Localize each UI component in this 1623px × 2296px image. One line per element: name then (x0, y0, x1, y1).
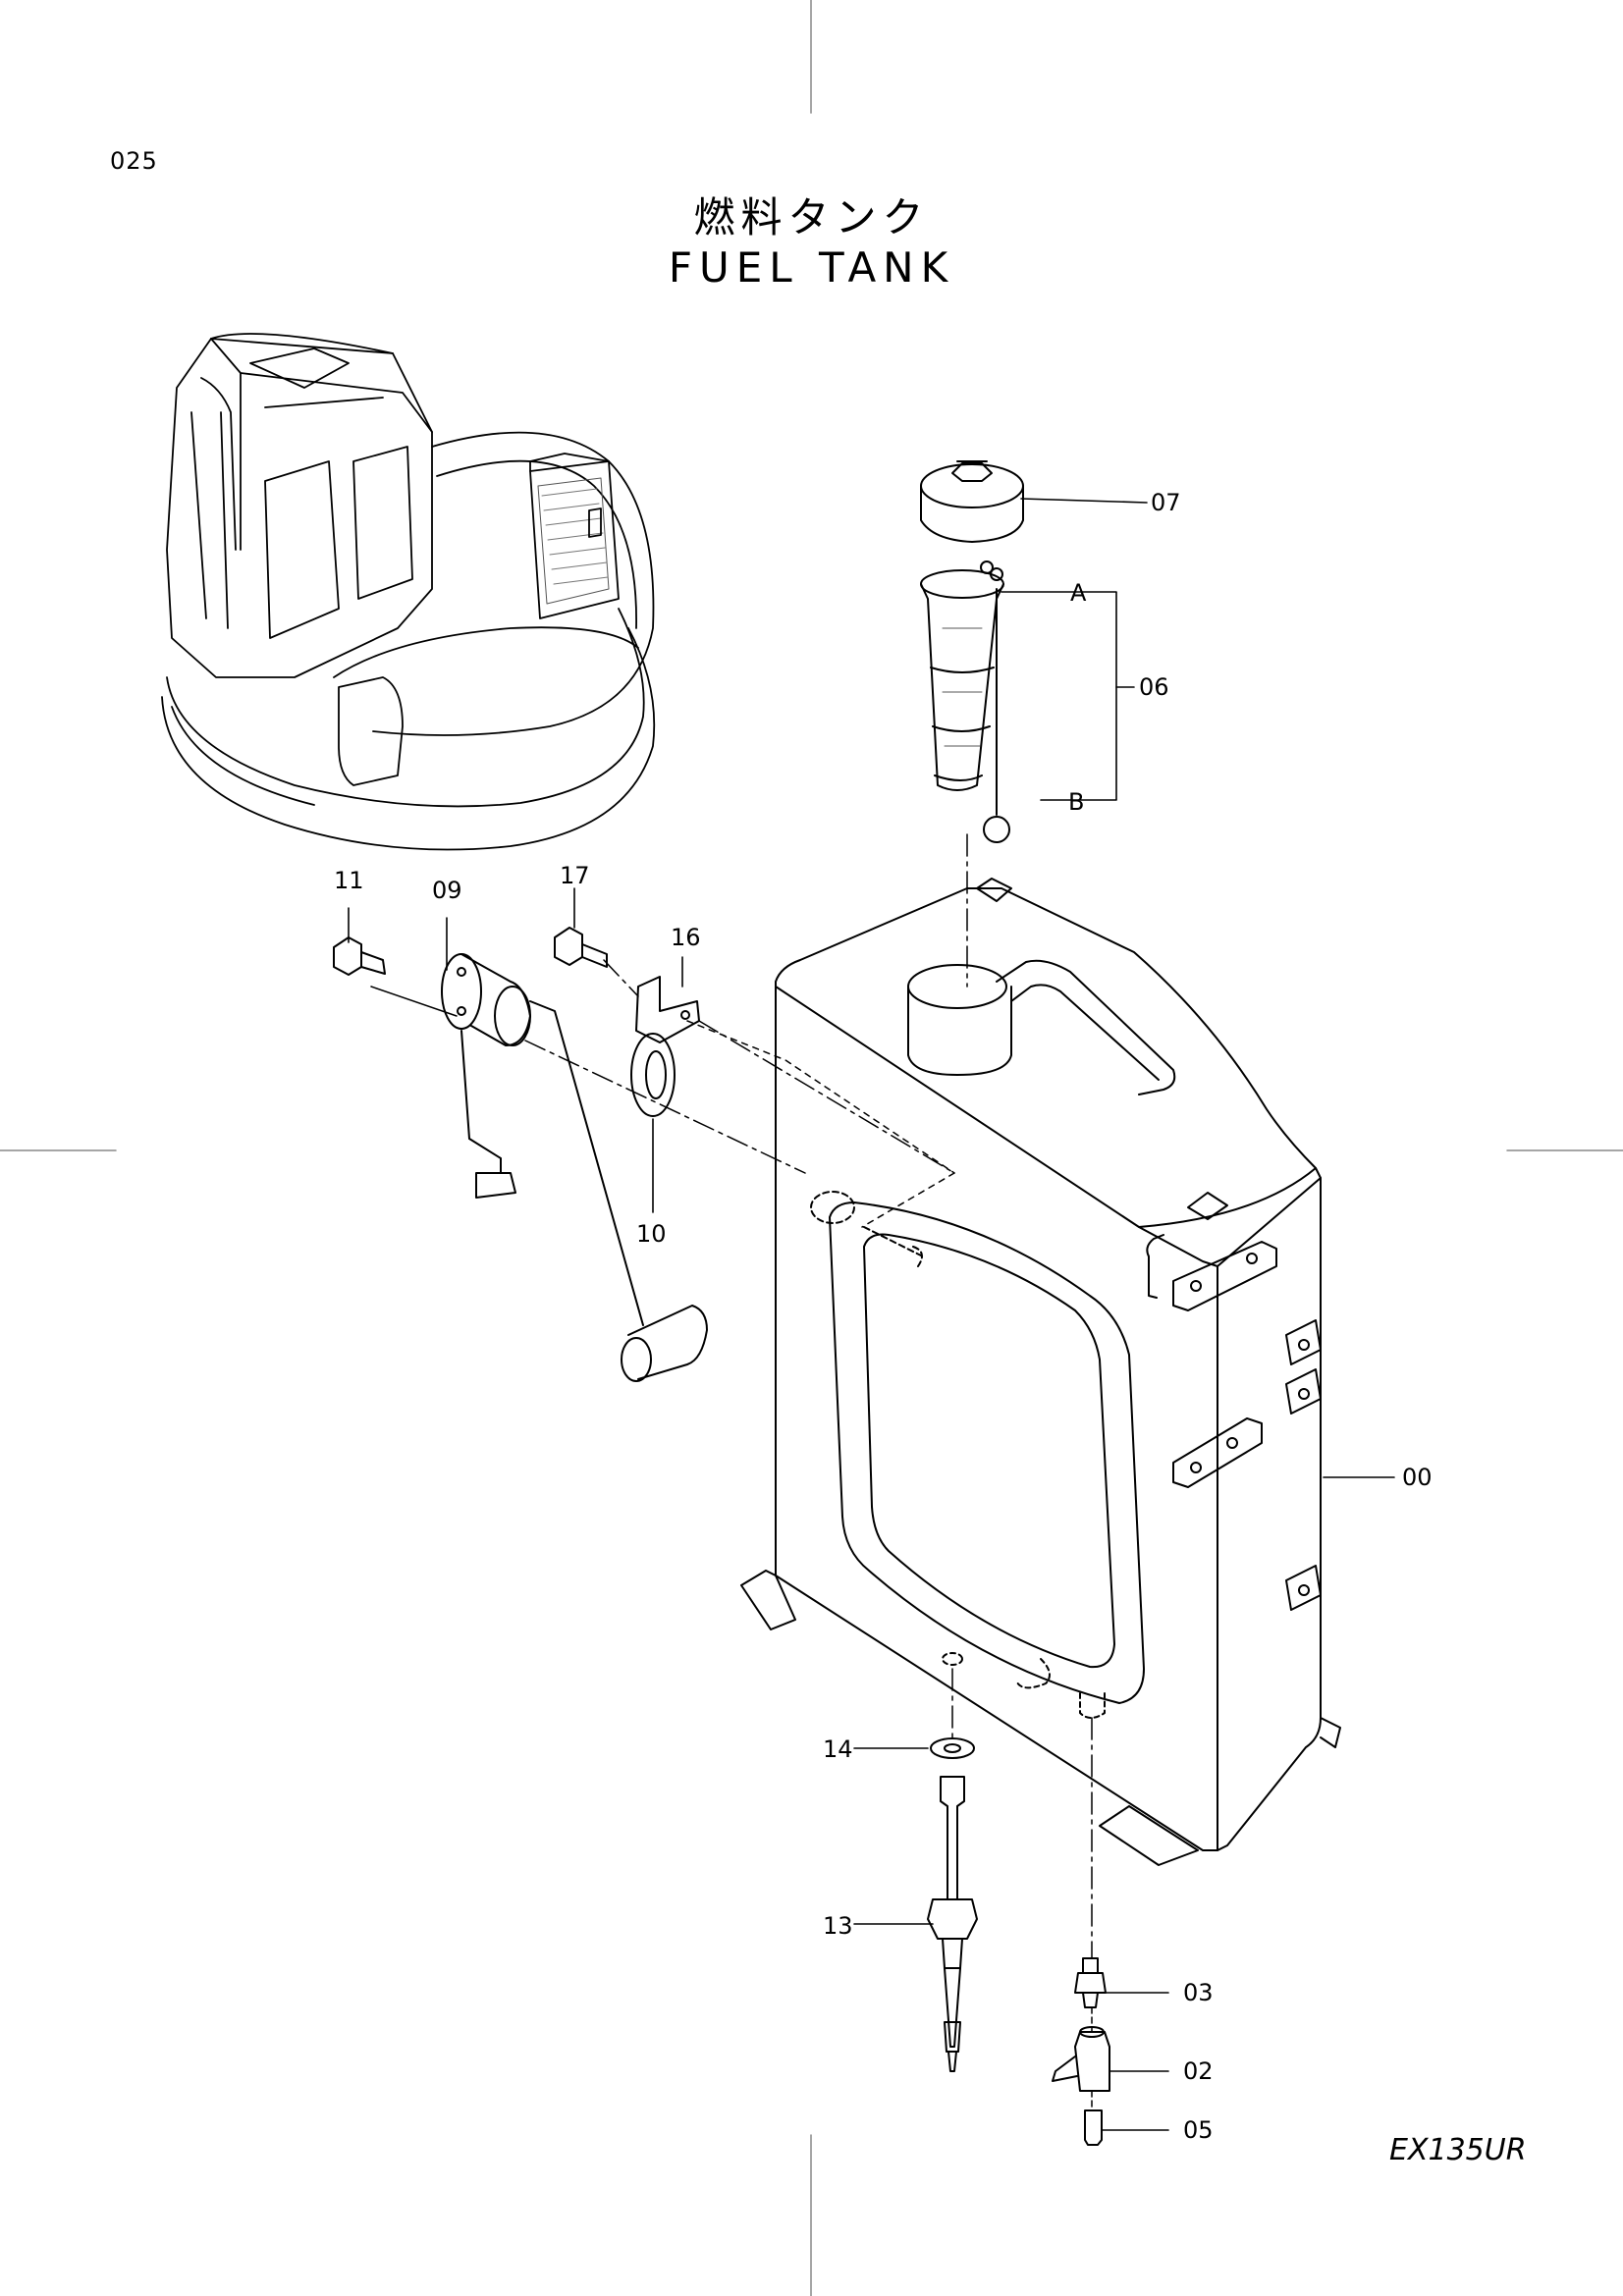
part-03-nipple-drawing (1074, 1957, 1107, 2008)
callout-05: 05 (1183, 2116, 1214, 2144)
callout-11: 11 (334, 867, 364, 894)
title-english: FUEL TANK (668, 243, 955, 292)
part-13-sensor-drawing (927, 1776, 978, 2072)
callout-09: 09 (432, 877, 462, 904)
callout-14: 14 (823, 1735, 853, 1763)
model-code: EX135UR (1389, 2133, 1527, 2167)
callout-labels: 07 A 06 B 00 14 13 03 02 05 11 09 17 16 … (334, 489, 1433, 2144)
callout-02: 02 (1183, 2057, 1214, 2085)
leader-lines (348, 498, 1395, 2131)
part-11-bolt-drawing (333, 936, 386, 976)
page-number: 025 (110, 147, 158, 175)
callout-13: 13 (823, 1912, 853, 1940)
part-02-drain-cock-drawing (1052, 2026, 1110, 2092)
part-16-bracket-drawing (635, 976, 700, 1043)
callout-00: 00 (1402, 1464, 1433, 1491)
excavator-overview-drawing (161, 333, 656, 851)
callout-10: 10 (636, 1220, 667, 1248)
callout-16: 16 (671, 924, 701, 951)
part-09-gauge-unit-drawing (441, 953, 708, 1382)
part-17-bolt-drawing (554, 927, 608, 968)
part-14-washer-drawing (930, 1737, 975, 1759)
fuel-tank-drawing (740, 878, 1341, 1866)
callout-06: 06 (1139, 673, 1169, 701)
title-japanese: 燃料タンク (693, 193, 930, 241)
callout-03: 03 (1183, 1979, 1214, 2006)
part-10-gasket-drawing (630, 1033, 676, 1117)
part-06-strainer-drawing (920, 561, 1010, 843)
callout-17: 17 (560, 862, 590, 889)
callout-a: A (1070, 579, 1087, 607)
part-05-plug-drawing (1084, 2109, 1103, 2146)
assembly-lines (370, 833, 1093, 2111)
callout-07: 07 (1151, 489, 1181, 516)
callout-b: B (1068, 788, 1084, 816)
part-07-cap-drawing (920, 460, 1024, 543)
